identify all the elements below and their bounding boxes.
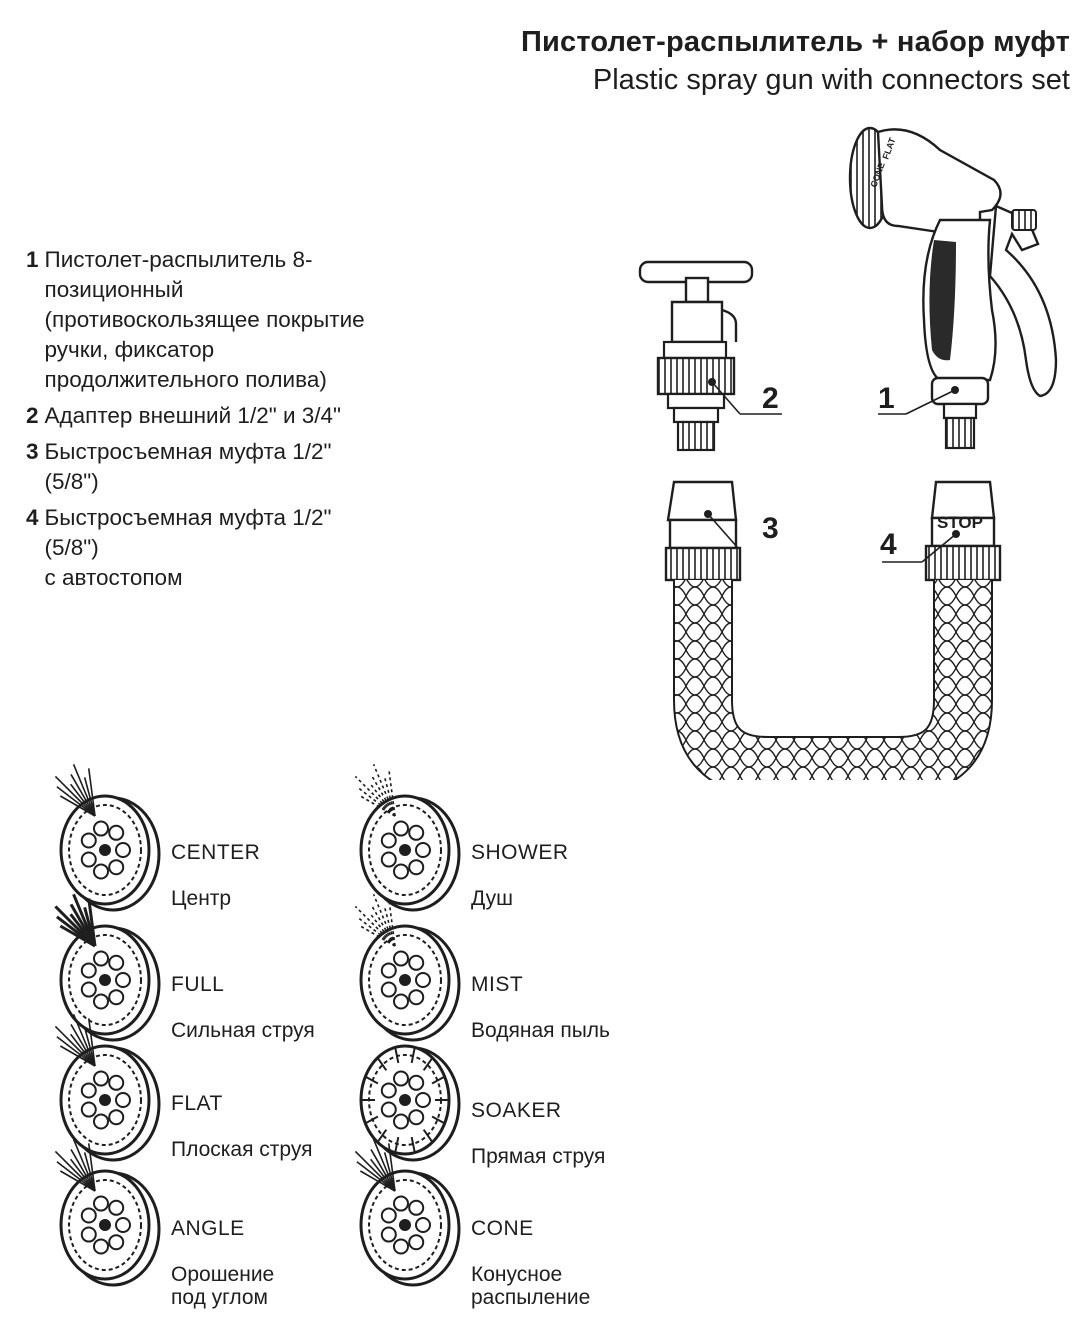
stop-label: STOP [937, 513, 983, 532]
product-drawing: CONE FLAT STOP [638, 126, 1058, 796]
nozzle-icon-full [54, 893, 161, 1042]
title-russian: Пистолет-распылитель + набор муфт [520, 26, 1070, 58]
mode-name-ru: Водяная пыль [471, 1019, 610, 1042]
legend-text: Быстросъемная муфта 1/2" (5/8") с автост… [44, 505, 332, 590]
legend-item-1: 1 Пистолет-распылитель 8- позиционный (п… [26, 245, 456, 395]
parts-legend: 1 Пистолет-распылитель 8- позиционный (п… [26, 245, 456, 599]
legend-number: 1 [26, 247, 39, 272]
nozzle-drawings [54, 763, 461, 1287]
legend-number: 2 [26, 403, 39, 428]
mode-full: FULL Сильная струя [171, 950, 315, 1065]
mode-flat: FLAT Плоская струя [171, 1069, 313, 1184]
legend-text: Адаптер внешний 1/2" и 3/4" [44, 403, 342, 428]
mode-name-en: CENTER [171, 841, 261, 864]
nozzle-icon-center [54, 763, 161, 912]
nozzle-icon-flat [54, 1013, 161, 1162]
spray-gun: CONE FLAT [848, 126, 1058, 450]
mode-name-en: FLAT [171, 1092, 223, 1115]
mode-name-ru: Сильная струя [171, 1019, 315, 1042]
product-diagram: CONE FLAT STOP 1 2 3 4 [560, 110, 1080, 796]
quick-connector [664, 480, 742, 582]
title-english: Plastic spray gun with connectors set [592, 64, 1070, 96]
legend-item-3: 3 Быстросъемная муфта 1/2" (5/8") [26, 437, 456, 497]
tap-faucet [638, 260, 754, 360]
mode-mist: MIST Водяная пыль [471, 950, 610, 1065]
mode-name-en: SOAKER [471, 1099, 562, 1122]
legend-number: 4 [26, 505, 39, 530]
callout-4: 4 [880, 528, 897, 561]
spray-modes: CENTER Центр SHOWER Душ FULL Сильная стр… [0, 760, 700, 1309]
mode-name-en: ANGLE [171, 1217, 245, 1240]
mode-name-ru: Плоская струя [171, 1138, 313, 1161]
nozzle-icon-angle [54, 1138, 161, 1287]
legend-text: Пистолет-распылитель 8- позиционный (про… [44, 247, 365, 392]
mode-shower: SHOWER Душ [471, 818, 569, 933]
mode-name-ru: Прямая струя [471, 1145, 606, 1168]
nozzle-icon-shower [354, 763, 461, 912]
nozzle-icon-mist [354, 893, 461, 1042]
legend-text: Быстросъемная муфта 1/2" (5/8") [44, 439, 332, 494]
nozzle-icon-soaker [359, 1044, 461, 1162]
braided-hose [675, 580, 991, 794]
mode-name-en: MIST [471, 973, 524, 996]
legend-item-2: 2 Адаптер внешний 1/2" и 3/4" [26, 401, 456, 431]
mode-name-ru: Центр [171, 887, 232, 910]
autostop-connector: STOP [882, 480, 1002, 582]
callout-1: 1 [878, 382, 895, 415]
external-adapter [656, 356, 782, 452]
callout-2: 2 [762, 382, 779, 415]
mode-name-en: CONE [471, 1217, 534, 1240]
mode-name-en: SHOWER [471, 841, 569, 864]
mode-name-en: FULL [171, 973, 225, 996]
mode-center: CENTER Центр [171, 818, 260, 933]
nozzle-icon-cone [354, 1138, 461, 1287]
mode-name-ru: Душ [471, 887, 514, 910]
mode-soaker: SOAKER Прямая струя [471, 1076, 605, 1191]
legend-number: 3 [26, 439, 39, 464]
legend-item-4: 4 Быстросъемная муфта 1/2" (5/8") с авто… [26, 503, 456, 593]
callout-3: 3 [762, 512, 779, 545]
